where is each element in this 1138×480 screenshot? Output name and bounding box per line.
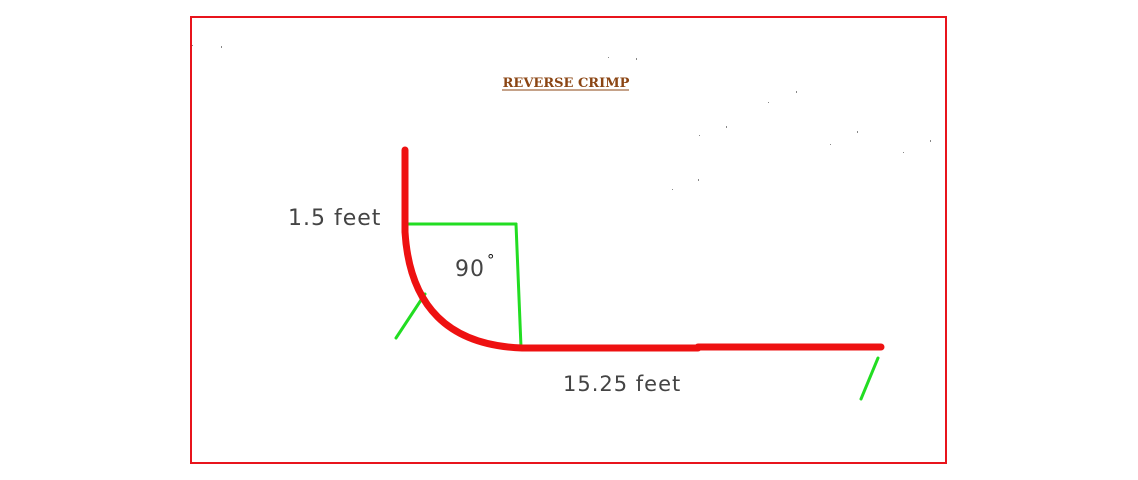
- degree-symbol: °: [487, 251, 495, 269]
- angle-guides: [394, 222, 880, 401]
- horizontal-length-label: 15.25 feet: [563, 372, 681, 396]
- drawing-frame: [190, 16, 947, 464]
- scan-speckles: [192, 45, 931, 190]
- angle-guide-right: [514, 222, 523, 349]
- drawing-title: REVERSE CRIMP: [503, 76, 630, 91]
- bend-angle-label: 90: [455, 257, 485, 282]
- bend-leader-line: [394, 292, 427, 340]
- crimp-profile: [401, 146, 885, 352]
- vertical-length-label: 1.5 feet: [288, 206, 381, 231]
- end-leader-line: [859, 356, 880, 401]
